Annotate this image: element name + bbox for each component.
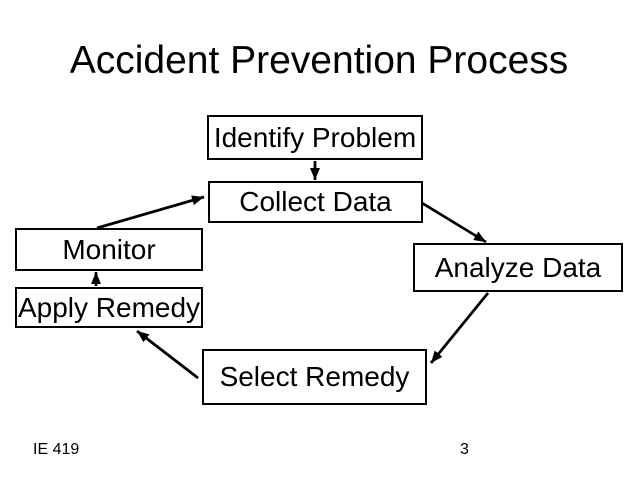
node-apply-remedy: Apply Remedy <box>15 287 203 328</box>
node-identify-problem: Identify Problem <box>207 115 423 160</box>
arrow-analyze-to-select <box>429 292 490 364</box>
node-collect-data: Collect Data <box>208 181 423 223</box>
page-title: Accident Prevention Process <box>69 39 569 82</box>
footer-course-code: IE 419 <box>33 441 80 458</box>
node-monitor: Monitor <box>15 228 203 271</box>
node-select-remedy: Select Remedy <box>202 349 427 405</box>
arrow-collect-to-analyze <box>421 201 487 244</box>
node-analyze-data: Analyze Data <box>413 243 623 292</box>
arrow-monitor-to-collect <box>96 195 205 230</box>
arrow-select-to-apply <box>136 329 199 380</box>
slide-number: 3 <box>460 441 469 458</box>
